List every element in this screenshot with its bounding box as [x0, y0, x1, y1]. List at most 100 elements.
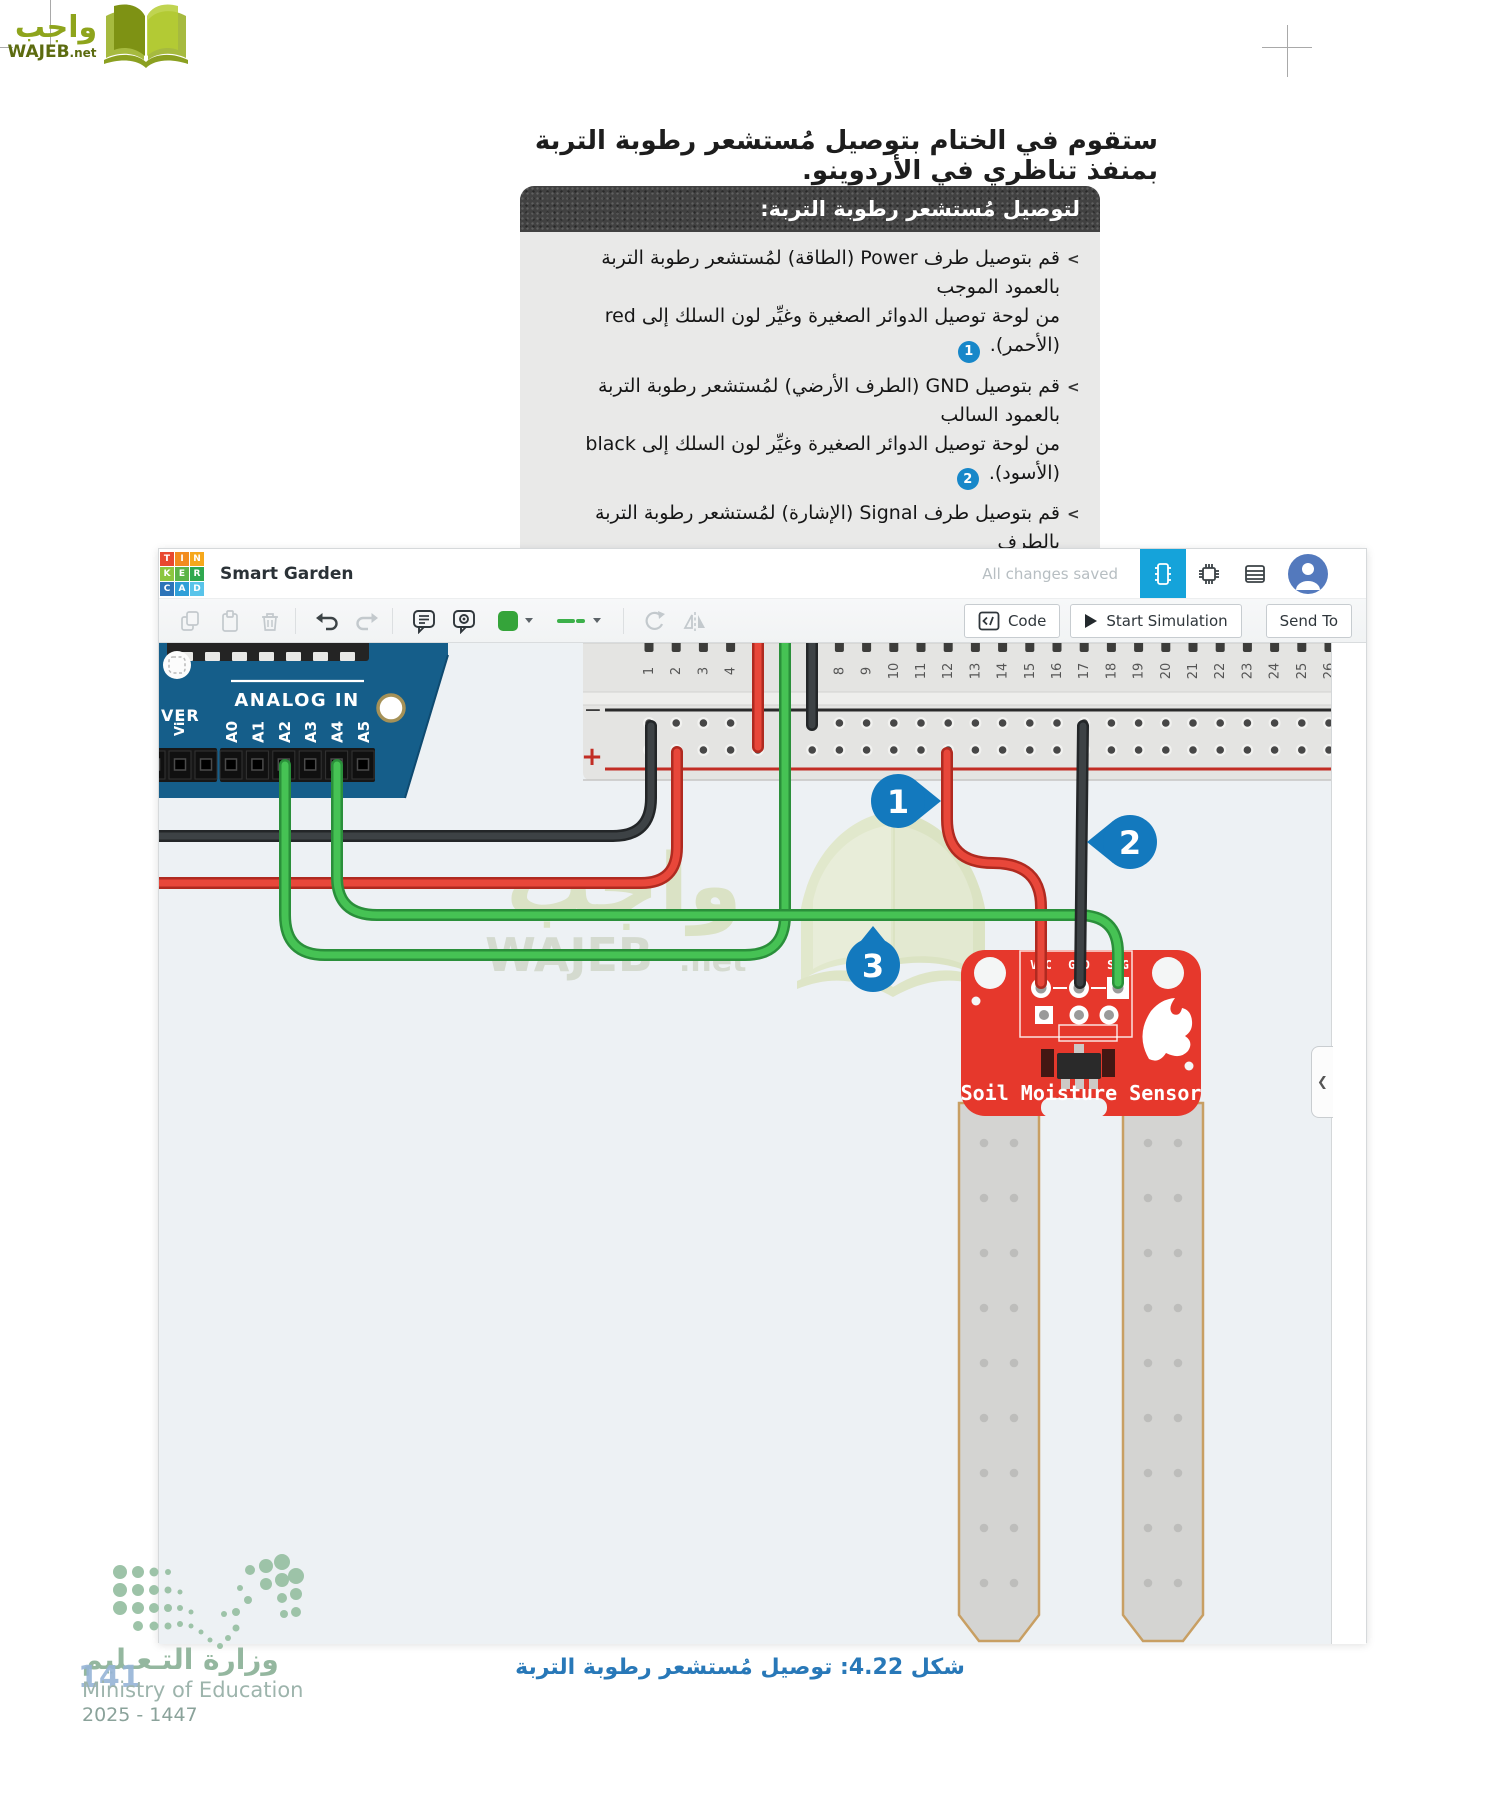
soil-moisture-sensor[interactable]: VCC GND SIG	[957, 950, 1205, 1643]
svg-text:A0: A0	[223, 721, 241, 743]
crop-mark	[0, 47, 13, 48]
labels-button[interactable]	[447, 606, 481, 636]
svg-text:A5: A5	[355, 721, 373, 743]
copy-button[interactable]	[173, 606, 207, 636]
list-icon	[1245, 564, 1265, 583]
edition-years: 2025 - 1447	[82, 1704, 198, 1726]
svg-text:23: 23	[1240, 663, 1255, 680]
tinkercad-logo-cell: A	[175, 581, 189, 596]
person-icon	[1296, 562, 1320, 590]
wire-green-a4-signal[interactable]	[331, 759, 1124, 989]
instruction-item: < قم بتوصيل طرف Power (الطاقة) لمُستشعر …	[534, 244, 1090, 363]
svg-text:2: 2	[1119, 824, 1141, 862]
crop-mark	[50, 0, 51, 46]
book-icon	[104, 4, 188, 68]
page-number: 141	[78, 1660, 141, 1695]
figure-caption: شكل 4.22: توصيل مُستشعر رطوبة التربة	[515, 1655, 965, 1680]
wajeb-logo: واجب WAJEB.net	[0, 0, 300, 80]
color-swatch-green	[498, 610, 518, 631]
bullet-chevron-icon: <	[1067, 377, 1080, 396]
tinkercad-logo-cell: C	[160, 581, 174, 596]
svg-text:2: 2	[669, 667, 684, 675]
schematic-view-button[interactable]	[1186, 549, 1232, 598]
svg-text:26: 26	[1322, 663, 1333, 680]
collapsed-panel	[1331, 643, 1366, 1644]
project-title[interactable]: Smart Garden	[220, 563, 354, 584]
mirror-icon	[683, 611, 705, 631]
svg-text:11: 11	[914, 663, 929, 680]
user-avatar[interactable]	[1288, 553, 1328, 594]
wire-red-vcc[interactable]	[941, 747, 1047, 989]
svg-text:19: 19	[1132, 663, 1147, 680]
send-to-button[interactable]: Send To	[1265, 603, 1352, 638]
ministry-logo-dots	[113, 1554, 304, 1649]
mirror-button[interactable]	[678, 606, 712, 636]
wire-style-dropdown[interactable]	[549, 611, 609, 631]
wire-badge-1[interactable]: 1	[871, 774, 941, 828]
chip-icon	[1199, 563, 1219, 584]
tinkercad-logo-cell: D	[190, 581, 204, 596]
paste-button[interactable]	[213, 606, 247, 636]
delete-button[interactable]	[253, 606, 287, 636]
svg-text:10: 10	[887, 663, 902, 680]
ministry-logo-block: وزارة التـعـليم 141 Ministry of Educatio…	[60, 1548, 380, 1778]
wire-badge-2[interactable]: 2	[1087, 815, 1157, 869]
svg-text:1: 1	[887, 783, 909, 821]
tinkercad-logo-cell: N	[190, 551, 204, 566]
wire-badge-3[interactable]: 3	[846, 926, 900, 992]
svg-text:20: 20	[1159, 663, 1174, 680]
crop-mark	[1262, 47, 1312, 48]
wire-green-a2[interactable]	[279, 643, 791, 961]
code-icon	[978, 611, 1000, 630]
components-view-button[interactable]	[1140, 549, 1186, 598]
chevron-left-icon: ❮	[1317, 1074, 1328, 1090]
panel-collapse-tab[interactable]: ❮	[1311, 1046, 1333, 1118]
tinkercad-logo-cell: R	[190, 566, 204, 581]
breadboard-view-icon	[1155, 562, 1171, 585]
label-bubble-icon	[453, 609, 475, 634]
rotate-icon	[645, 610, 665, 630]
undo-icon	[316, 612, 338, 630]
svg-text:9: 9	[860, 667, 875, 675]
tinkercad-logo-cell: E	[175, 566, 189, 581]
component-list-button[interactable]	[1232, 549, 1278, 598]
svg-text:3: 3	[696, 667, 711, 675]
svg-text:A1: A1	[249, 721, 267, 743]
notes-button[interactable]	[407, 606, 441, 636]
redo-icon	[356, 612, 378, 630]
svg-text:8: 8	[832, 667, 847, 675]
trash-icon	[262, 612, 278, 631]
bullet-chevron-icon: <	[1067, 505, 1080, 523]
svg-text:24: 24	[1268, 663, 1283, 680]
step-badge-1: 1	[957, 340, 980, 363]
svg-text:14: 14	[996, 663, 1011, 680]
instruction-item: < قم بتوصيل GND (الطرف الأرضي) لمُستشعر …	[534, 372, 1090, 490]
sensor-title: Soil Moisture Sensor	[961, 1081, 1202, 1105]
wire-black-gnd-sensor[interactable]	[1074, 720, 1089, 989]
tinkercad-logo-cell: T	[160, 551, 174, 566]
rotate-button[interactable]	[638, 606, 672, 636]
paste-icon	[222, 609, 238, 632]
note-bubble-icon	[413, 609, 435, 634]
wire-black-gnd-arduino[interactable]	[159, 720, 657, 842]
undo-button[interactable]	[310, 606, 344, 636]
instruction-box-title: لتوصيل مُستشعر رطوبة التربة:	[520, 186, 1100, 232]
svg-text:4: 4	[724, 667, 739, 675]
code-button[interactable]: Code	[963, 603, 1061, 638]
wajeb-logo-latin: WAJEB.net	[7, 42, 97, 62]
svg-text:13: 13	[968, 663, 983, 680]
wire-color-dropdown[interactable]	[489, 607, 541, 635]
minus-rail-label: −	[584, 698, 602, 723]
wire-red-power-arduino[interactable]	[159, 746, 683, 889]
svg-text:18: 18	[1104, 663, 1119, 680]
svg-text:25: 25	[1295, 663, 1310, 680]
start-simulation-button[interactable]: Start Simulation	[1070, 603, 1242, 638]
svg-text:17: 17	[1077, 663, 1092, 680]
crop-mark	[1287, 25, 1288, 77]
redo-button[interactable]	[350, 606, 384, 636]
